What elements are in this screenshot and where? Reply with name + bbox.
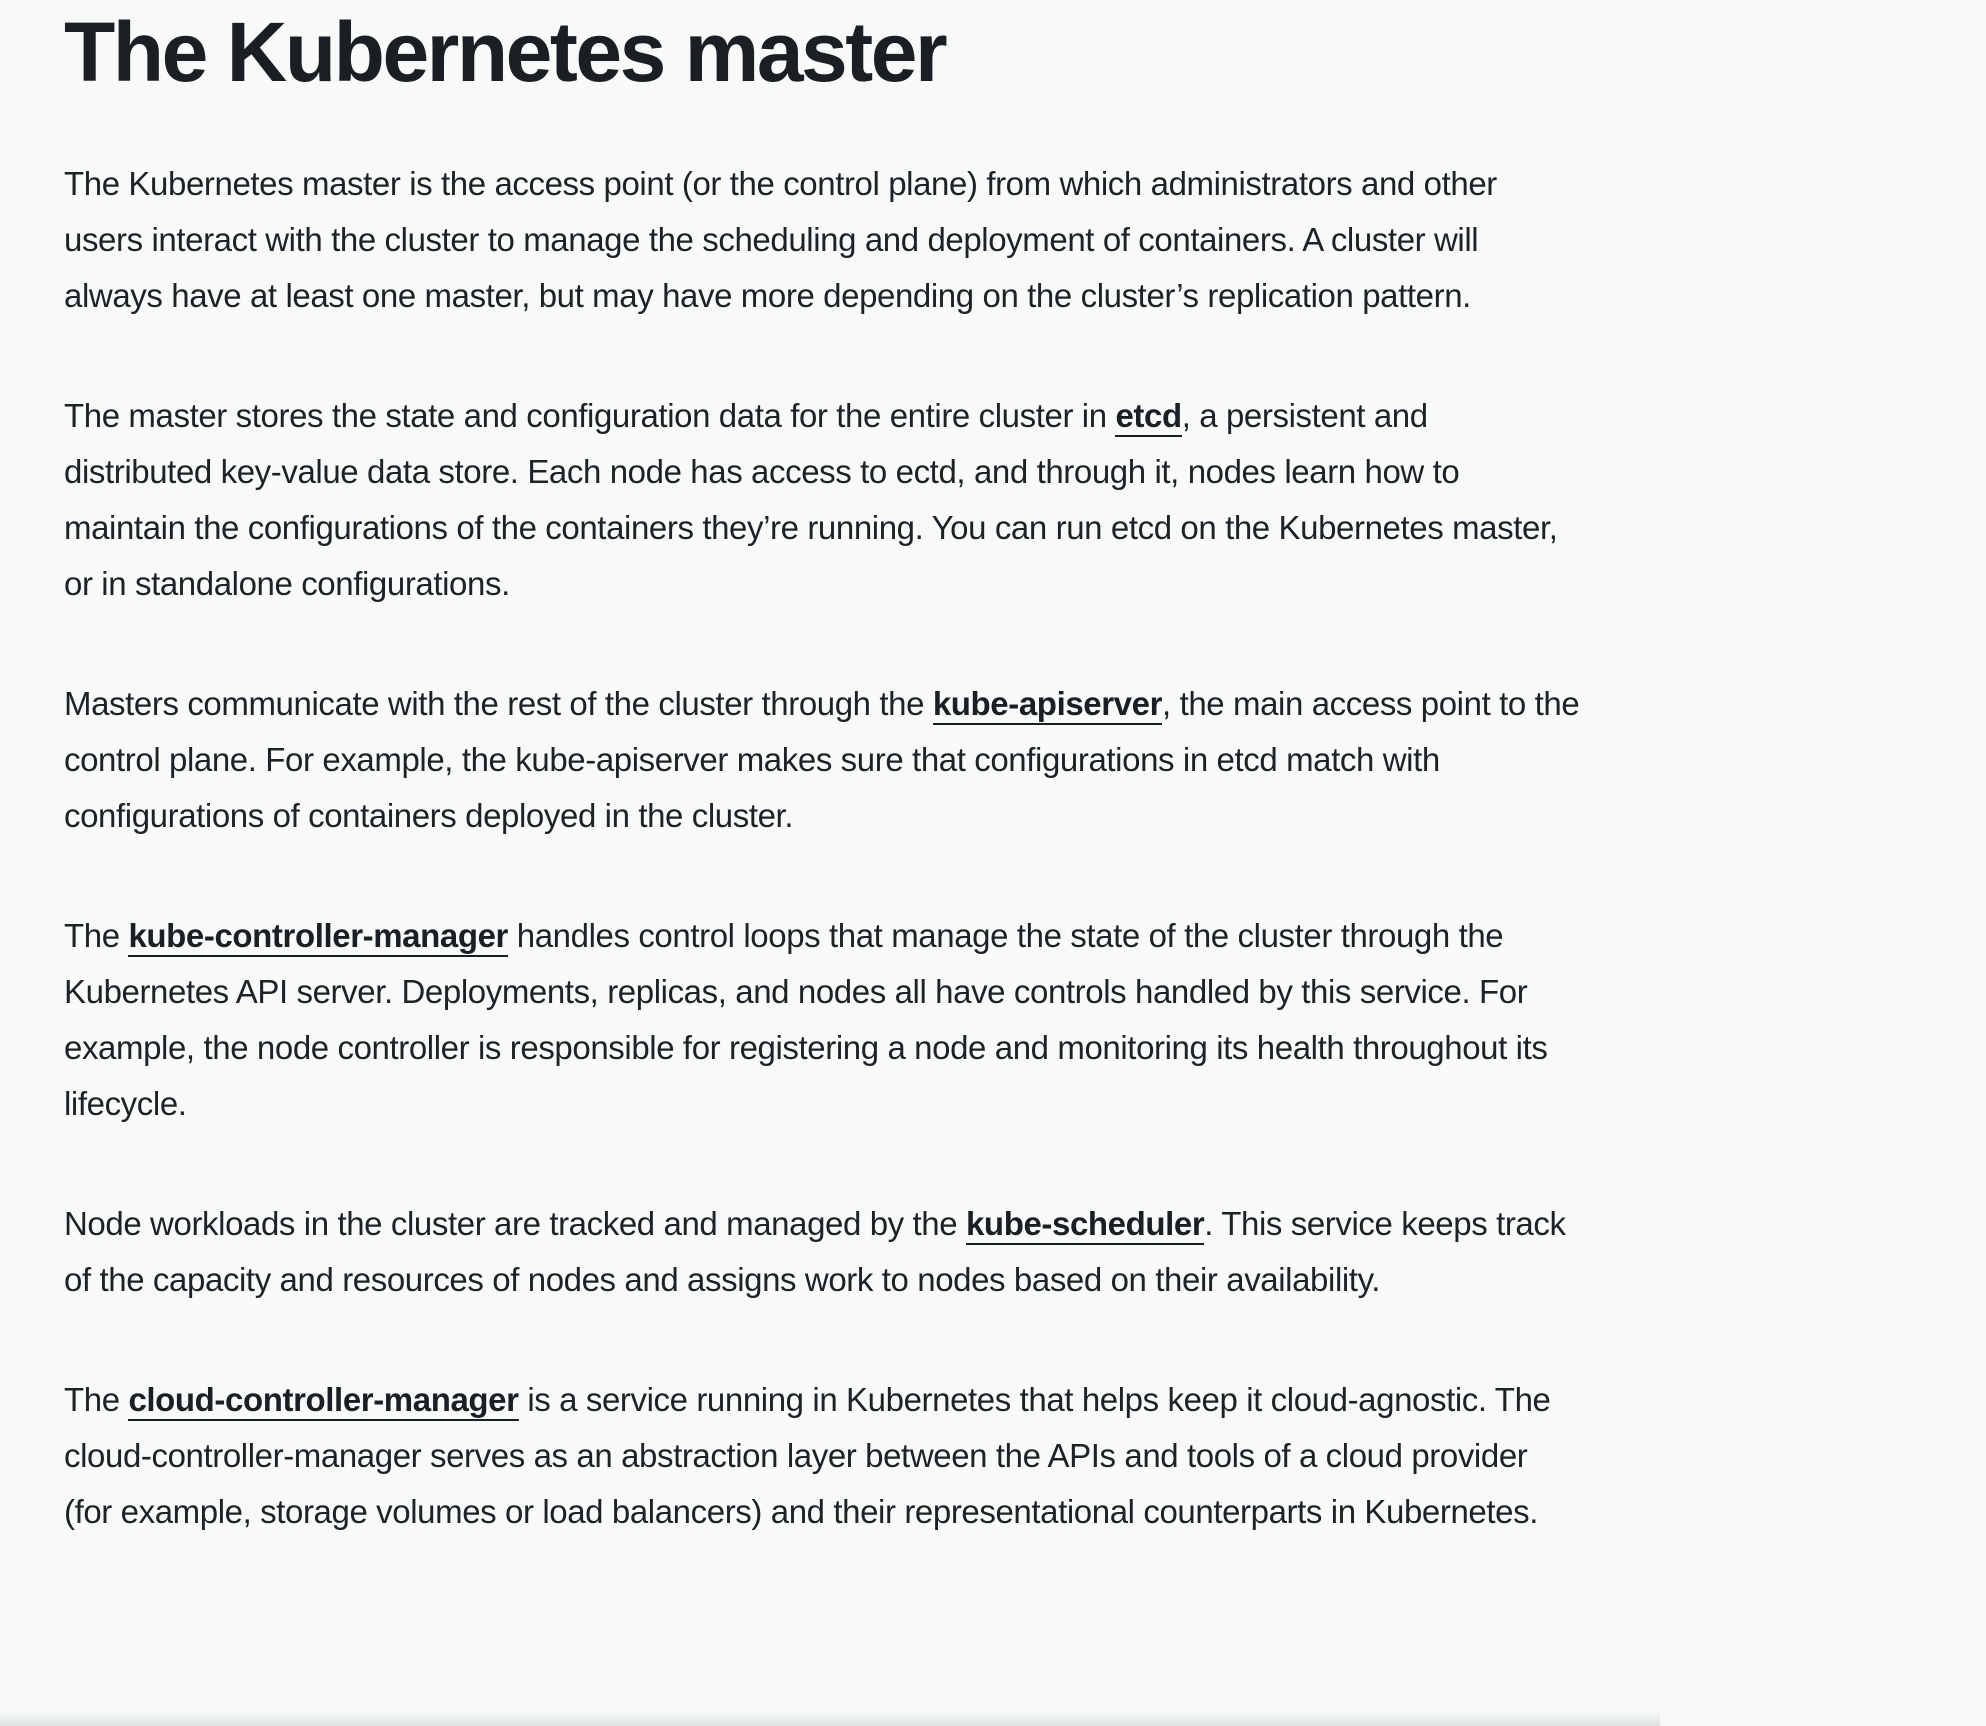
paragraph-kube-scheduler: Node workloads in the cluster are tracke… [64,1196,1584,1308]
paragraph-text-after: handles control loops that manage the st… [64,917,1548,1122]
paragraph-text-after: , the main access point to the control p… [64,685,1580,834]
paragraph-text-before: Node workloads in the cluster are tracke… [64,1205,966,1242]
bottom-edge-shadow [0,1712,1660,1726]
article: The Kubernetes master The Kubernetes mas… [64,0,1584,1540]
kube-scheduler-link[interactable]: kube-scheduler [965,1205,1205,1245]
paragraph-text-before: The [64,1381,129,1418]
paragraph-text-after: . This service keeps track of the capaci… [64,1205,1566,1298]
kube-apiserver-link[interactable]: kube-apiserver [932,685,1162,725]
etcd-link[interactable]: etcd [1115,397,1182,437]
kube-controller-manager-link[interactable]: kube-controller-manager [128,917,508,957]
paragraph-cloud-controller-manager: The cloud-controller-manager is a servic… [64,1372,1584,1540]
paragraph-text-after: , a persistent and distributed key-value… [64,397,1558,602]
paragraph-text-after: is a service running in Kubernetes that … [64,1381,1551,1530]
paragraph-text-before: Masters communicate with the rest of the… [64,685,933,722]
cloud-controller-manager-link[interactable]: cloud-controller-manager [128,1381,519,1421]
page-title: The Kubernetes master [64,5,948,99]
paragraph-etcd: The master stores the state and configur… [64,388,1584,612]
paragraph-text: The Kubernetes master is the access poin… [64,165,1497,314]
paragraph-text-before: The [64,917,129,954]
paragraph-text-before: The master stores the state and configur… [64,397,1116,434]
paragraph-kube-controller-manager: The kube-controller-manager handles cont… [64,908,1584,1132]
paragraph-master-intro: The Kubernetes master is the access poin… [64,156,1584,324]
paragraph-kube-apiserver: Masters communicate with the rest of the… [64,676,1584,844]
